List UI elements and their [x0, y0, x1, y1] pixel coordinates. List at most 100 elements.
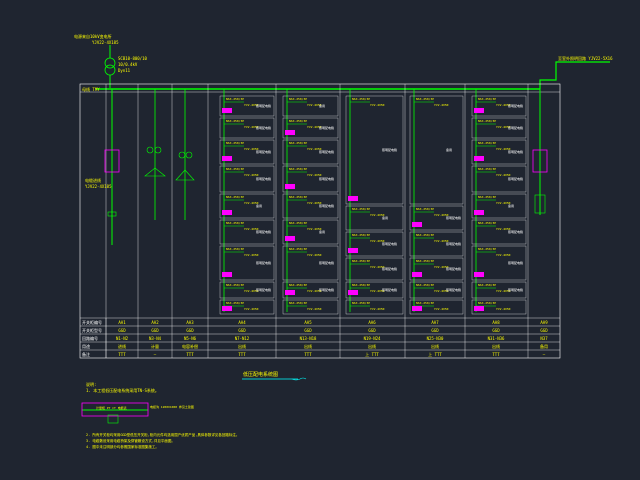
table-cell-usage: 出线: [431, 343, 439, 349]
feeder-cell: [471, 95, 527, 117]
row-label-model: 开关柜型号: [82, 327, 102, 333]
table-cell-cabinet-id: AA2: [151, 320, 159, 325]
feeder-cell: [471, 165, 527, 193]
feeder-cable-label: YJV-4X50: [307, 201, 322, 205]
feeder-load-label: 照明配电箱: [508, 287, 523, 292]
feeder-cell: [345, 205, 404, 231]
feeder-cable-label: YJV-4X50: [370, 265, 385, 269]
drawing-title: 低压配电系统图: [243, 371, 278, 378]
feeder-breaker-label: NSX-250/3P: [226, 221, 244, 225]
feeder-load-label: 照明配电箱: [508, 103, 523, 108]
feeder-cell: [282, 245, 339, 281]
table-cell-cabinet-id: AA3: [186, 320, 194, 325]
feeder-load-label: 照明配电箱: [446, 287, 461, 292]
feeder-cell: [409, 257, 464, 281]
feeder-cable-label: YJV-4X50: [496, 307, 511, 311]
feeder-cell: [345, 281, 404, 299]
feeder-breaker-label: NSX-250/3P: [352, 301, 370, 305]
feeder-load-label: 照明配电箱: [446, 215, 461, 220]
feeder-load-label: 照明配电箱: [446, 266, 461, 271]
feeder-tag: [222, 108, 232, 113]
notes-box-left: 计量柜 PT CT 电能表: [96, 405, 127, 410]
left-riser-label-2: YJV22-4X185: [85, 184, 112, 189]
feeder-cell: [409, 205, 464, 231]
feeder-cell: [345, 299, 404, 315]
feeder-cable-label: YJV-4X50: [307, 173, 322, 177]
table-cell-circuit-number: N1-N2: [116, 336, 129, 341]
table-cell-usage: 出线: [368, 343, 376, 349]
table-cell-usage: 进线: [118, 343, 126, 349]
feeder-cable-label: YJV-4X50: [434, 239, 449, 243]
feeder-cell: [471, 193, 527, 219]
feeder-breaker-label: NSX-250/3P: [416, 301, 434, 305]
feeder-breaker-label: NSX-250/3P: [416, 233, 434, 237]
table-cell-cabinet-model: GGD: [540, 328, 548, 333]
table-cell-usage: 电容补偿: [182, 343, 198, 349]
transformer-symbol: [104, 45, 116, 88]
feeder-tag: [348, 290, 358, 295]
notes-line2: 2. 所有开关柜均采用GGD型低压开关柜,柜内元件均选用国产优质产品,具体参数详…: [86, 432, 239, 437]
feeder-cable-label: YJV-4X50: [370, 239, 385, 243]
feeder-cable-label: YJV-4X50: [496, 201, 511, 205]
feeder-cable-label: YJV-4X50: [244, 227, 259, 231]
feeder-load-label: 照明配电箱: [382, 241, 397, 246]
table-cell-cabinet-id: AA1: [118, 320, 126, 325]
feeder-breaker-label: NSX-250/3P: [416, 97, 434, 101]
feeder-breaker-label: NSX-250/3P: [289, 119, 307, 123]
feeder-load-label: 照明配电箱: [382, 287, 397, 292]
feeder-cell: [219, 219, 275, 245]
table-cell-cabinet-model: GGD: [304, 328, 312, 333]
feeder-cable-label: YJV-4X50: [307, 103, 322, 107]
feeder-tag: [412, 222, 422, 227]
incoming-riser: [104, 89, 120, 245]
table-cell-remark: —: [543, 352, 546, 357]
feeder-tag: [474, 306, 484, 311]
notes-title: 说明:: [86, 381, 96, 387]
transformer-label-1: SCB10-800/10: [118, 56, 147, 61]
feeder-cell: [219, 139, 275, 165]
feeder-load-label: 照明配电箱: [319, 287, 334, 292]
feeder-cable-label: YJV-4X50: [370, 213, 385, 217]
feeder-breaker-label: NSX-250/3P: [289, 167, 307, 171]
feeder-breaker-label: NSX-250/3P: [226, 283, 244, 287]
feeder-cable-label: YJV-4X50: [307, 307, 322, 311]
table-cell-remark: —: [154, 352, 157, 357]
feeder-load-label: 照明配电箱: [508, 176, 523, 181]
feeder-breaker-label: NSX-250/3P: [226, 195, 244, 199]
feeder-tag: [348, 196, 358, 201]
feeder-cable-label: YJV-4X50: [307, 147, 322, 151]
feeder-cable-label: YJV-4X50: [244, 125, 259, 129]
feeder-load-label: 备用: [446, 147, 452, 152]
feeder-tag: [222, 210, 232, 215]
table-cell-cabinet-id: AA7: [431, 320, 439, 325]
table-cell-remark: TTT: [238, 352, 246, 357]
feeder-breaker-label: NSX-250/3P: [416, 283, 434, 287]
feeder-breaker-label: NSX-250/3P: [289, 247, 307, 251]
top-right-label: 至室外照明回路 YJV22-5X16: [558, 55, 613, 61]
table-cell-cabinet-id: AA5: [304, 320, 312, 325]
feeder-load-label: 照明配电箱: [256, 125, 271, 130]
feeder-load-label: 照明配电箱: [256, 103, 271, 108]
feeder-load-label: 照明配电箱: [508, 149, 523, 154]
feeder-cell: [409, 95, 464, 205]
table-cell-circuit-number: N5-N6: [184, 336, 197, 341]
table-cell-circuit-number: N19-N24: [364, 336, 381, 341]
feeder-cable-label: YJV-4X50: [496, 227, 511, 231]
feeder-cell: [282, 165, 339, 193]
table-cell-usage: 计量: [151, 343, 159, 349]
cabinet-table: [80, 317, 560, 358]
feeder-load-label: 照明配电箱: [256, 260, 271, 265]
feeder-tag: [348, 248, 358, 253]
table-cell-cabinet-id: AA9: [540, 320, 548, 325]
feeder-cable-label: YJV-4X50: [307, 253, 322, 257]
feeder-tag: [412, 272, 422, 277]
table-cell-circuit-number: N37: [540, 336, 548, 341]
feeder-cell: [219, 245, 275, 281]
feeder-cable-label: YJV-4X50: [434, 265, 449, 269]
feeder-load-label: 照明配电箱: [508, 229, 523, 234]
feeder-breaker-label: NSX-250/3P: [478, 141, 496, 145]
table-cell-remark: TTT: [186, 352, 194, 357]
feeder-tag: [285, 290, 295, 295]
notes-detail-symbol: [81, 402, 149, 424]
feeder-load-label: 照明配电箱: [446, 241, 461, 246]
